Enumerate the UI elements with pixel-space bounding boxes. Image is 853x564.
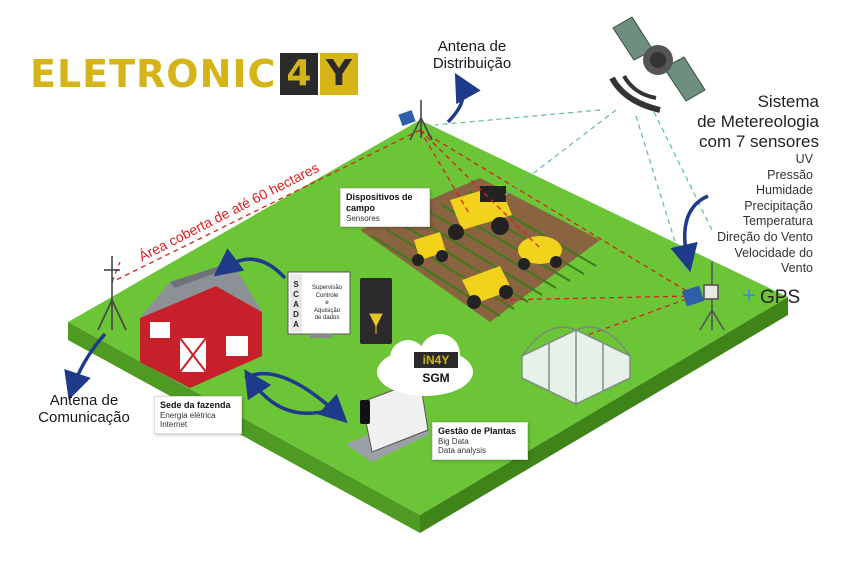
scada-line: de dados bbox=[314, 315, 340, 321]
scada-letter: A bbox=[293, 300, 299, 309]
satellite-icon bbox=[609, 16, 706, 113]
card-title: Gestão de Plantas bbox=[438, 426, 517, 436]
scada-description: Supervisão Controle e Aquisição de dados bbox=[304, 285, 350, 323]
scada-line: e bbox=[325, 300, 329, 306]
sensor-item: Pressão bbox=[767, 167, 813, 182]
laptop-icon bbox=[346, 379, 430, 462]
cloud-icon bbox=[377, 334, 473, 396]
distribution-antenna-icon bbox=[398, 100, 433, 141]
label-line: Antena de bbox=[437, 38, 507, 55]
sensor-item: Temperatura bbox=[742, 214, 813, 229]
field-side-right bbox=[420, 297, 788, 533]
sensor-item: Velocidade do bbox=[734, 245, 813, 260]
label-line: Distribuição bbox=[432, 55, 512, 73]
scada-letter: D bbox=[293, 310, 299, 319]
flow-arrows bbox=[64, 72, 709, 424]
sgm-badge: iN4Y SGM bbox=[414, 352, 458, 386]
card-title: Sede da fazenda bbox=[160, 400, 231, 410]
meteo-title: Sistema de Metereologia com 7 sensores bbox=[697, 92, 819, 152]
meteo-title-line: com 7 sensores bbox=[699, 132, 819, 152]
scada-side-label: S C A D A bbox=[291, 280, 301, 330]
sprayer-icon bbox=[518, 236, 562, 270]
scada-workstation-icon bbox=[287, 271, 392, 344]
weather-station-icon bbox=[681, 262, 725, 331]
card-title: Dispositivos de campo bbox=[346, 192, 413, 213]
plus-icon: + bbox=[742, 282, 757, 309]
card-line: Data analysis bbox=[438, 446, 487, 456]
card-line: Energia elétrica bbox=[160, 410, 216, 420]
scada-line: Aquisição bbox=[313, 307, 340, 314]
greenhouse-icon bbox=[521, 326, 631, 405]
meteo-title-line: Sistema bbox=[757, 92, 819, 111]
tractor-icon bbox=[412, 232, 448, 266]
sensor-item: Vento bbox=[781, 261, 813, 276]
field-side-left bbox=[68, 322, 420, 533]
sensor-item: UV bbox=[795, 152, 813, 166]
gps-label: +GPS bbox=[742, 282, 800, 310]
label-antena-comunicacao: Antena de Comunicação bbox=[28, 392, 140, 427]
card-gestao: Gestão de Plantas Big Data Data analysis bbox=[432, 422, 528, 460]
scada-letter: C bbox=[293, 290, 299, 299]
satellite-links bbox=[434, 109, 713, 291]
scada-letter: A bbox=[293, 320, 299, 329]
harvester-icon bbox=[462, 266, 513, 309]
communication-antenna-icon bbox=[97, 256, 127, 331]
label-line: Comunicação bbox=[38, 409, 130, 427]
card-dispositivos: Dispositivos de campo Sensores bbox=[340, 188, 430, 228]
scada-letter: S bbox=[293, 280, 299, 289]
meteo-title-line: de Metereologia bbox=[697, 112, 819, 132]
sensor-item: Direção do Vento bbox=[717, 229, 813, 244]
gps-text: GPS bbox=[760, 287, 801, 308]
scada-line: Controle bbox=[315, 292, 339, 299]
sensor-item: Humidade bbox=[756, 183, 813, 198]
card-sede: Sede da fazenda Energia elétrica Interne… bbox=[154, 396, 242, 434]
tractor-icon bbox=[448, 185, 512, 240]
field-top bbox=[68, 120, 788, 515]
scada-line: Supervisão bbox=[311, 285, 343, 291]
sensor-item: Precipitação bbox=[744, 198, 813, 213]
card-line: Internet bbox=[160, 420, 188, 430]
brand-box-4: 4 bbox=[280, 53, 319, 95]
label-antena-distribuicao: Antena de Distribuição bbox=[420, 38, 524, 73]
brand-logo: ELETRONIC 4 Y bbox=[30, 52, 359, 96]
card-sub: Sensores bbox=[346, 213, 380, 223]
brand-name: ELETRONIC bbox=[30, 52, 277, 96]
brand-box-y: Y bbox=[320, 53, 359, 95]
sgm-logo-text: iN4Y bbox=[422, 353, 450, 367]
label-line: Antena de bbox=[49, 392, 119, 409]
sgm-label: SGM bbox=[422, 371, 450, 385]
sensor-list: UV Pressão Humidade Precipitação Tempera… bbox=[717, 152, 813, 277]
card-line: Big Data bbox=[438, 436, 469, 446]
